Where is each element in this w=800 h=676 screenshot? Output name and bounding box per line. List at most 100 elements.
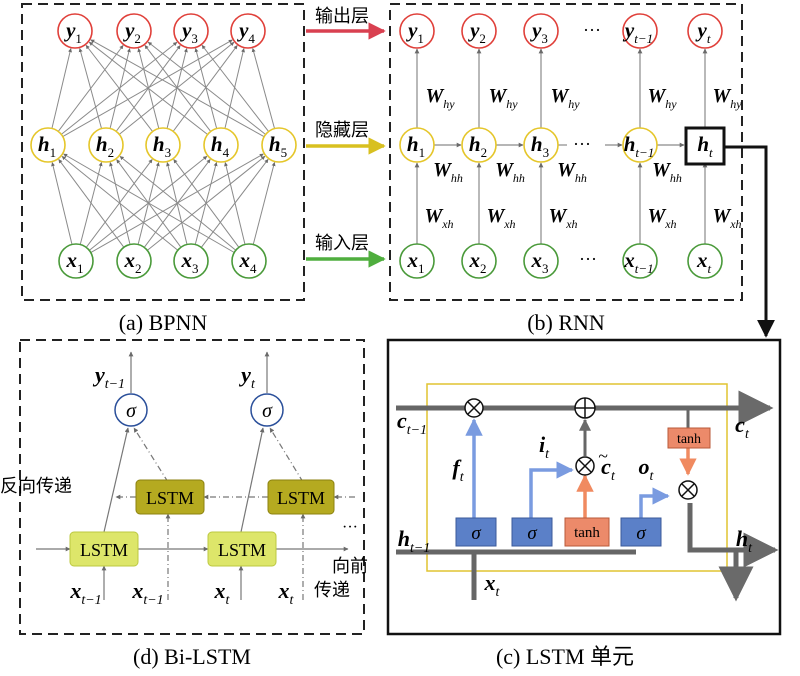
rnn-input-node-label: x1 [407, 248, 425, 276]
bpnn-input-node-circle [58, 243, 94, 279]
bpnn-hidden-node-circle [203, 127, 239, 163]
bpnn-connection [252, 162, 276, 245]
bpnn-output-node-label: y2 [122, 18, 141, 46]
x-t-label: xt [214, 578, 231, 608]
sigma-label: σ [126, 400, 137, 422]
sigma-node-2 [250, 393, 284, 427]
rnn-input-node-label: x2 [469, 248, 487, 276]
lstm-cell-label: LSTM [146, 488, 194, 508]
x-prev-label: xt−1 [69, 578, 101, 608]
bpnn-hidden-node-circle [88, 127, 124, 163]
o-t-label: ot [639, 454, 655, 484]
output-multiply-icon [678, 480, 698, 500]
sigma-label: σ [527, 523, 537, 544]
lstm-cell-label: LSTM [218, 540, 266, 560]
rnn-output-node-label: y3 [529, 18, 548, 46]
rnn-output-node-label: yt−1 [622, 18, 653, 46]
bpnn-output-node-circle [230, 13, 266, 49]
bpnn-connection [88, 41, 208, 135]
w-hy-label: Why [550, 85, 580, 111]
bilstm-frame [19, 339, 365, 635]
bpnn-edges [51, 39, 276, 253]
w-hy-label: Why [488, 85, 518, 111]
bpnn-hidden-node-circle [30, 127, 66, 163]
lstm-cell-label: LSTM [277, 488, 325, 508]
bpnn-input-node-label: x3 [181, 248, 199, 276]
bpnn-connection [201, 44, 270, 132]
forward-lstm-cell-2 [207, 531, 277, 567]
rnn-hidden-node-label: h1 [407, 132, 425, 160]
output-gate-sigma [620, 517, 662, 547]
rnn-output-node-label: yt [695, 18, 711, 46]
bpnn-input-node-label: x1 [66, 248, 84, 276]
input-layer-label: 输入层 [315, 233, 369, 254]
lstm-frame [386, 338, 782, 636]
bpnn-connection [166, 162, 188, 245]
w-hh-label: Whh [652, 159, 682, 185]
bpnn-hidden-node-label: h4 [211, 132, 230, 160]
output-layer-label: 输出层 [315, 6, 369, 27]
bpnn-input-node-label: x2 [124, 248, 142, 276]
bpnn-connection [85, 44, 154, 132]
forward-to-sigma-1 [103, 427, 130, 533]
bpnn-frame [21, 3, 305, 301]
output-gate-flow [639, 487, 670, 518]
w-hy-label: Why [712, 85, 742, 111]
bpnn-output-node-circle [116, 13, 152, 49]
bpnn-output-node-label: y4 [236, 18, 255, 46]
rnn-input-node-circle [622, 243, 658, 279]
w-hy-label: Why [425, 85, 455, 111]
sigma-label: σ [262, 400, 273, 422]
bpnn-input-node-circle [173, 243, 209, 279]
h-prev-label: ht−1 [398, 526, 431, 556]
rnn-hidden-node-circle [622, 127, 658, 163]
bpnn-hidden-node-label: h1 [38, 132, 56, 160]
w-hh-label: Whh [495, 159, 525, 185]
rnn-input-node-label: x3 [531, 248, 549, 276]
bpnn-hidden-node-label: h2 [96, 132, 114, 160]
bpnn-caption: (a) BPNN [119, 310, 208, 335]
c-t-label: ct [735, 412, 750, 442]
rnn-hidden-node-circle [399, 127, 435, 163]
rnn-output-node-label: y2 [467, 18, 486, 46]
x-t-backward-label: xt [278, 578, 295, 608]
rnn-ellipsis: ··· [583, 20, 601, 40]
bpnn-connection [78, 47, 103, 129]
rnn-output-node-circle [687, 13, 723, 49]
forward-pass-label-2: 传递 [314, 580, 350, 601]
rnn-output-node-circle [622, 13, 658, 49]
backward-lstm-cell-2 [267, 479, 335, 515]
bilstm-ellipsis: ··· [342, 519, 358, 536]
w-xh-label: Wxh [647, 205, 676, 231]
backward-lstm-cell-1 [135, 479, 205, 515]
input-gate-flow [529, 461, 574, 518]
rnn-hidden-node-label: h3 [531, 132, 549, 160]
panel-bilstm: LSTM LSTM LSTM LSTM σ σ 反向传递 向前 传递 ··· y… [0, 339, 368, 669]
bpnn-output-node-circle [57, 13, 93, 49]
hidden-layer-label: 隐藏层 [315, 120, 369, 141]
bpnn-input-node-circle [116, 243, 152, 279]
bpnn-output-node-label: y3 [179, 18, 198, 46]
input-gate-sigma [511, 517, 553, 547]
bpnn-connection [194, 48, 218, 129]
c-prev-label: ct−1 [397, 408, 427, 438]
bpnn-connection [51, 162, 73, 245]
cell-tanh-box [667, 427, 711, 449]
backward-pass-label: 反向传递 [0, 476, 72, 497]
backward-to-sigma-1 [133, 427, 169, 483]
backward-to-sigma-2 [269, 427, 304, 483]
bpnn-connection [119, 155, 237, 251]
c-tilde-label: ct [601, 454, 616, 484]
x-t-label: xt [484, 570, 501, 600]
forward-to-sigma-2 [240, 427, 265, 533]
rnn-output-node-label: y1 [405, 18, 424, 46]
w-hh-label: Whh [557, 159, 587, 185]
sigma-label: σ [471, 523, 481, 544]
bpnn-connection [172, 45, 238, 132]
bpnn-hidden-node-label: h3 [153, 132, 171, 160]
lstm-caption: (c) LSTM 单元 [496, 644, 634, 669]
